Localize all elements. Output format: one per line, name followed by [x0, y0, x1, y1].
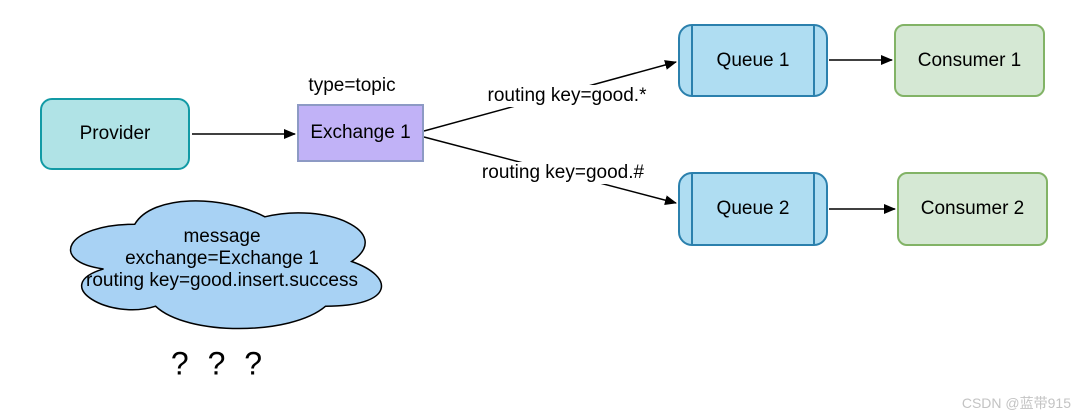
provider-node: Provider [40, 98, 190, 170]
queue2-right-bar [813, 174, 815, 244]
exchange-label: Exchange 1 [310, 122, 411, 143]
exchange-type-label: type=topic [308, 75, 396, 96]
consumer2-label: Consumer 2 [920, 198, 1025, 219]
cloud-line-routing-key: routing key=good.insert.success [86, 270, 358, 291]
routing-key-2-label: routing key=good.# [479, 162, 647, 184]
consumer2-node: Consumer 2 [897, 172, 1048, 246]
message-cloud-shape [69, 200, 383, 330]
cloud-line-exchange: exchange=Exchange 1 [125, 248, 319, 269]
consumer1-label: Consumer 1 [917, 49, 1022, 71]
queue2-left-bar [691, 174, 693, 244]
queue2-label: Queue 2 [716, 198, 790, 219]
watermark-text: CSDN @蓝带915 [961, 395, 1071, 411]
message-cloud-text: message exchange=Exchange 1 routing key=… [86, 226, 358, 292]
cloud-line-message: message [183, 226, 261, 247]
queue1-label: Queue 1 [716, 49, 790, 71]
routing-key-1-label: routing key=good.* [485, 85, 649, 107]
queue2-node: Queue 2 [678, 172, 828, 246]
exchange-node: Exchange 1 [297, 104, 424, 162]
provider-label: Provider [79, 123, 151, 144]
queue1-left-bar [691, 26, 693, 95]
queue1-node: Queue 1 [678, 24, 828, 97]
queue1-right-bar [813, 26, 815, 95]
question-marks-text: ? ? ? [170, 345, 268, 382]
consumer1-node: Consumer 1 [894, 24, 1045, 97]
